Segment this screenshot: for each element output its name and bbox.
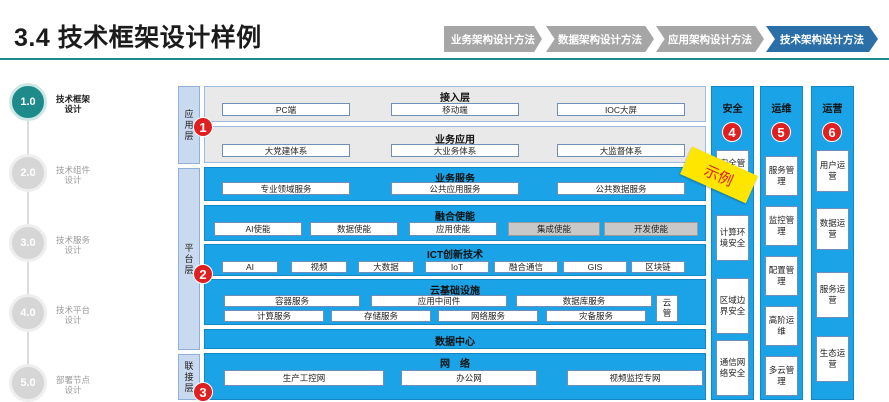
network-office[interactable]: 办公网	[401, 370, 537, 386]
service-public-app[interactable]: 公共应用服务	[391, 182, 519, 195]
badge-1: 1	[193, 117, 213, 137]
step-4-label[interactable]: 技术平台设计	[55, 305, 90, 325]
step-1-circle[interactable]: 1.0	[9, 83, 47, 121]
cloud-container[interactable]: 容器服务	[224, 295, 360, 307]
network-video[interactable]: 视频监控专网	[567, 370, 703, 386]
ict-comm[interactable]: 融合通信	[494, 261, 558, 273]
cloud-compute[interactable]: 计算服务	[224, 310, 324, 322]
ops-title: 运维	[771, 104, 792, 115]
step-2-circle[interactable]: 2.0	[9, 154, 47, 192]
badge-2: 2	[193, 264, 213, 284]
business-app-title: 业务应用	[435, 135, 475, 146]
bizapp-supervision[interactable]: 大监督体系	[557, 144, 685, 157]
fusion-dev[interactable]: 开发使能	[604, 222, 698, 236]
security-boundary[interactable]: 区域边界安全	[716, 278, 749, 334]
cloud-middleware[interactable]: 应用中间件	[371, 295, 507, 307]
operation-service[interactable]: 服务运营	[816, 272, 849, 318]
page-title: 3.4 技术框架设计样例	[14, 24, 262, 52]
access-ioc[interactable]: IOC大屏	[557, 103, 685, 116]
access-mobile[interactable]: 移动端	[391, 103, 519, 116]
badge-3: 3	[193, 382, 213, 402]
service-domain[interactable]: 专业领域服务	[222, 182, 350, 195]
badge-4: 4	[722, 122, 742, 142]
fusion-data[interactable]: 数据使能	[310, 222, 398, 236]
operation-ecosystem[interactable]: 生态运营	[816, 336, 849, 382]
access-pc[interactable]: PC端	[222, 103, 350, 116]
ict-iot[interactable]: IoT	[425, 261, 489, 273]
ict-gis[interactable]: GIS	[563, 261, 627, 273]
cloud-title: 云基础设施	[430, 286, 480, 297]
cloud-storage[interactable]: 存储服务	[331, 310, 431, 322]
operation-title: 运营	[822, 104, 843, 115]
cloud-network[interactable]: 网络服务	[438, 310, 538, 322]
datacenter-title: 数据中心	[435, 337, 475, 348]
cloud-database[interactable]: 数据库服务	[516, 295, 652, 307]
step-3-label[interactable]: 技术服务设计	[55, 235, 90, 255]
network-industrial[interactable]: 生产工控网	[224, 370, 384, 386]
step-2-label[interactable]: 技术组件设计	[55, 165, 90, 185]
ict-blockchain[interactable]: 区块链	[631, 261, 685, 273]
ops-monitor[interactable]: 监控管理	[765, 206, 798, 246]
fusion-integration[interactable]: 集成使能	[508, 222, 600, 236]
datacenter-band: 数据中心	[204, 329, 706, 349]
breadcrumb-business[interactable]: 业务架构设计方法	[444, 26, 542, 52]
breadcrumb-data[interactable]: 数据架构设计方法	[546, 26, 654, 52]
service-public-data[interactable]: 公共数据服务	[557, 182, 685, 195]
header-divider	[0, 58, 889, 60]
fusion-app[interactable]: 应用使能	[409, 222, 497, 236]
security-network[interactable]: 通信网络安全	[716, 340, 749, 396]
access-layer-title: 接入层	[440, 93, 470, 104]
step-3-circle[interactable]: 3.0	[9, 224, 47, 262]
ict-video[interactable]: 视频	[291, 261, 347, 273]
ops-service[interactable]: 服务管理	[765, 156, 798, 196]
ops-config[interactable]: 配置管理	[765, 256, 798, 296]
step-5-label[interactable]: 部署节点设计	[55, 375, 90, 395]
bizapp-party[interactable]: 大党建体系	[222, 144, 350, 157]
fusion-title: 融合使能	[435, 212, 475, 223]
security-title: 安全	[722, 104, 743, 115]
ict-ai[interactable]: AI	[222, 261, 278, 273]
badge-6: 6	[822, 122, 842, 142]
bizapp-business[interactable]: 大业务体系	[391, 144, 519, 157]
business-service-title: 业务服务	[435, 174, 475, 185]
breadcrumb-technology[interactable]: 技术架构设计方法	[766, 26, 878, 52]
fusion-ai[interactable]: AI使能	[214, 222, 302, 236]
ops-advanced[interactable]: 高阶运维	[765, 306, 798, 346]
operation-data[interactable]: 数据运营	[816, 208, 849, 250]
network-title: 网 络	[440, 359, 470, 370]
breadcrumb-application[interactable]: 应用架构设计方法	[656, 26, 764, 52]
operation-user[interactable]: 用户运营	[816, 150, 849, 192]
badge-5: 5	[771, 122, 791, 142]
ops-multicloud[interactable]: 多云管理	[765, 356, 798, 396]
cloud-disaster[interactable]: 灾备服务	[546, 310, 646, 322]
side-platform-layer: 平台层	[178, 168, 200, 350]
step-1-label[interactable]: 技术框架设计	[55, 94, 90, 114]
step-5-circle[interactable]: 5.0	[9, 364, 47, 402]
step-4-circle[interactable]: 4.0	[9, 294, 47, 332]
security-compute-env[interactable]: 计算环境安全	[716, 215, 749, 261]
cloud-management[interactable]: 云管	[656, 295, 678, 322]
ict-title: ICT创新技术	[426, 250, 484, 261]
ict-bigdata[interactable]: 大数据	[358, 261, 414, 273]
